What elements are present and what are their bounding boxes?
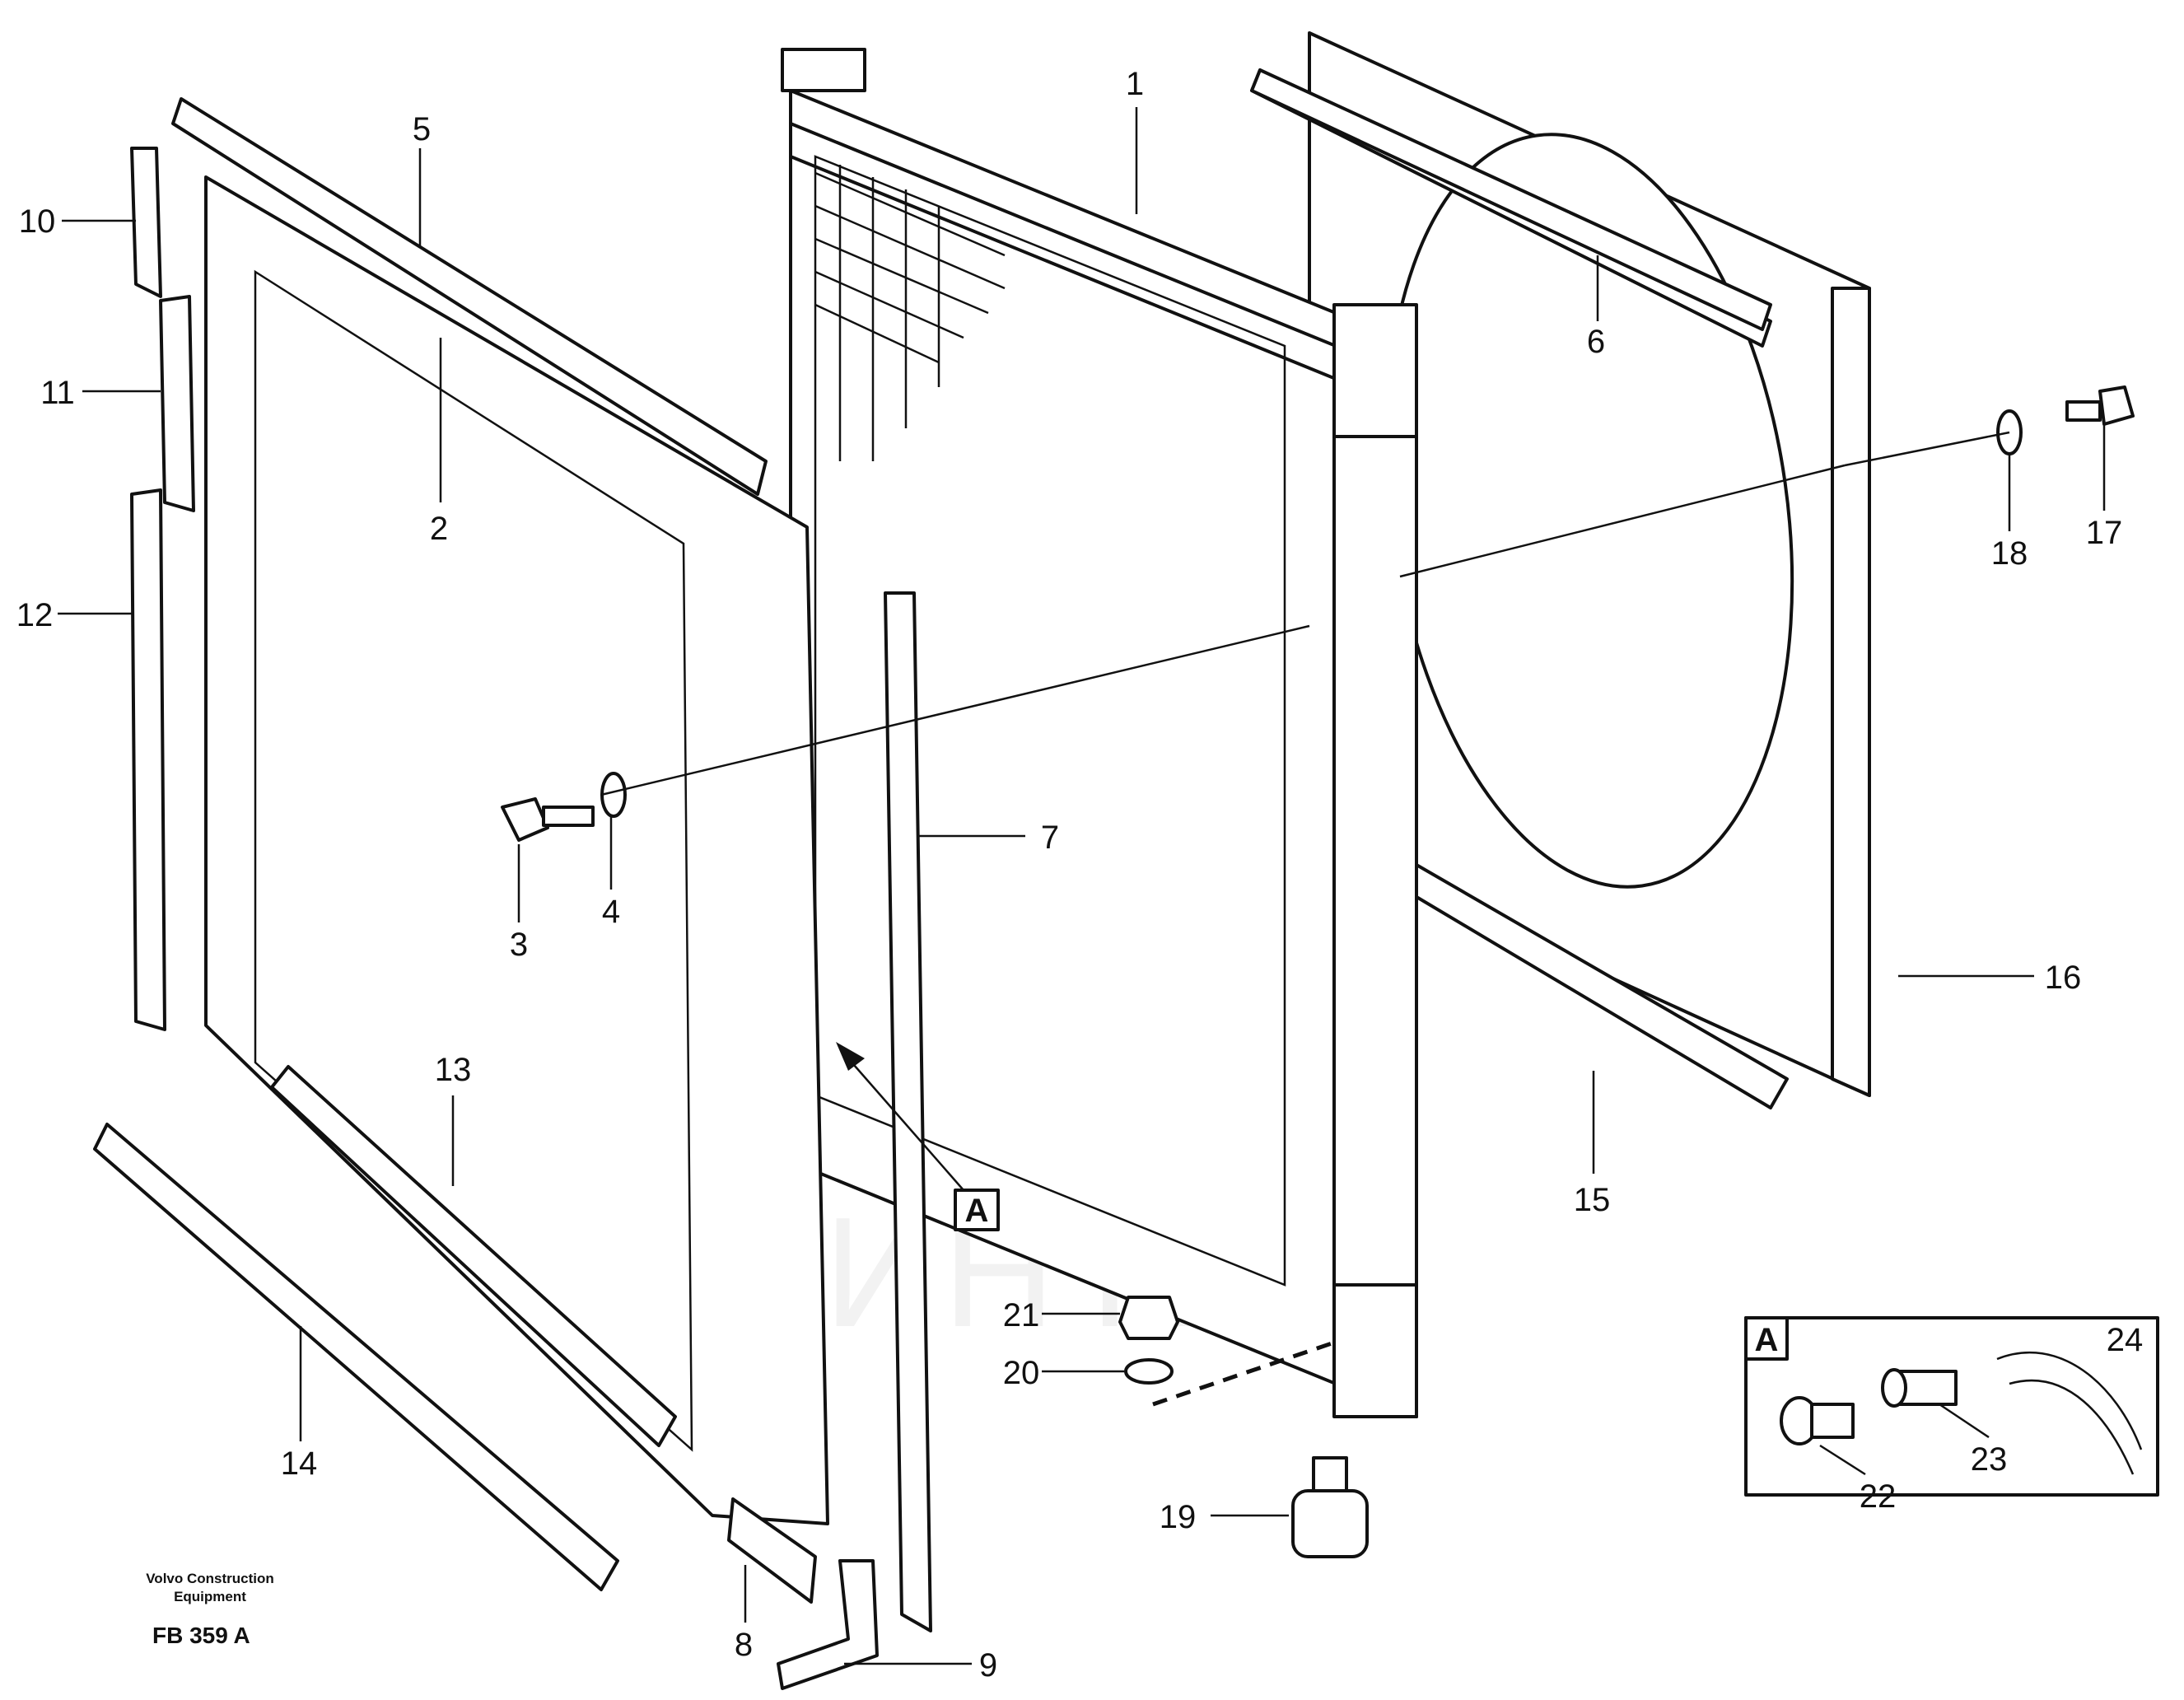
callout-7: 7 <box>1041 820 1059 856</box>
callout-6: 6 <box>1587 324 1605 360</box>
callout-21: 21 <box>1003 1297 1040 1333</box>
radiator-frame <box>204 175 829 1525</box>
side-seal-10 <box>130 147 162 298</box>
axis-line-left <box>600 624 1310 796</box>
detail-a-inset: A <box>1744 1316 2159 1497</box>
callout-1: 1 <box>1126 66 1144 102</box>
callout-18: 18 <box>1991 535 2028 572</box>
bolt-17 <box>2065 385 2135 426</box>
footer-company-line2: Equipment <box>174 1589 246 1604</box>
detail-a-label: A <box>1755 1322 1779 1358</box>
lower-seal-13 <box>270 1065 677 1447</box>
callout-3: 3 <box>510 927 528 963</box>
hose-24 <box>1996 1351 2143 1475</box>
mounting-dash-line <box>1152 1340 1335 1407</box>
lower-seal-14 <box>93 1123 619 1591</box>
callout-24: 24 <box>2107 1322 2144 1358</box>
vertical-seal-7 <box>884 591 932 1632</box>
side-seal-12 <box>130 488 166 1031</box>
callout-5: 5 <box>413 111 431 147</box>
callout-8: 8 <box>735 1627 753 1663</box>
callout-22: 22 <box>1860 1478 1897 1515</box>
drawing-number: FB 359 A <box>152 1623 250 1648</box>
callout-16: 16 <box>2045 960 2082 996</box>
tap-23 <box>1881 1368 1958 1408</box>
callout-14: 14 <box>281 1445 318 1482</box>
washer-20 <box>1124 1358 1174 1385</box>
callout-15: 15 <box>1574 1182 1611 1218</box>
callout-2: 2 <box>430 511 448 547</box>
callout-4: 4 <box>602 894 620 930</box>
callout-12: 12 <box>16 597 54 633</box>
hose-nipple-22 <box>1780 1396 1855 1445</box>
nut-21 <box>1118 1296 1179 1340</box>
callout-13: 13 <box>435 1052 472 1088</box>
callout-10: 10 <box>19 203 56 240</box>
callout-23: 23 <box>1971 1441 2008 1478</box>
corner-seal-8 <box>727 1497 817 1604</box>
bolt-3 <box>501 797 595 842</box>
axis-line-right-bolt <box>1844 431 2010 467</box>
radiator-core <box>781 48 1418 1418</box>
vibration-damper-19 <box>1291 1456 1369 1558</box>
callout-20: 20 <box>1003 1355 1040 1391</box>
callout-9: 9 <box>979 1647 997 1684</box>
radiator-grille <box>814 165 1006 461</box>
side-seal-11 <box>159 295 195 512</box>
callout-17: 17 <box>2086 515 2123 551</box>
detail-pointer-label: A <box>965 1193 989 1229</box>
callout-11: 11 <box>40 375 75 411</box>
top-strip-5 <box>171 97 768 496</box>
axis-line-right <box>1399 464 1846 578</box>
corner-seal-9 <box>777 1559 879 1690</box>
top-strip-6 <box>1250 68 1772 331</box>
detail-pointer: A <box>836 1042 1000 1231</box>
footer-company-line1: Volvo Construction <box>146 1571 274 1586</box>
callout-19: 19 <box>1160 1499 1197 1535</box>
